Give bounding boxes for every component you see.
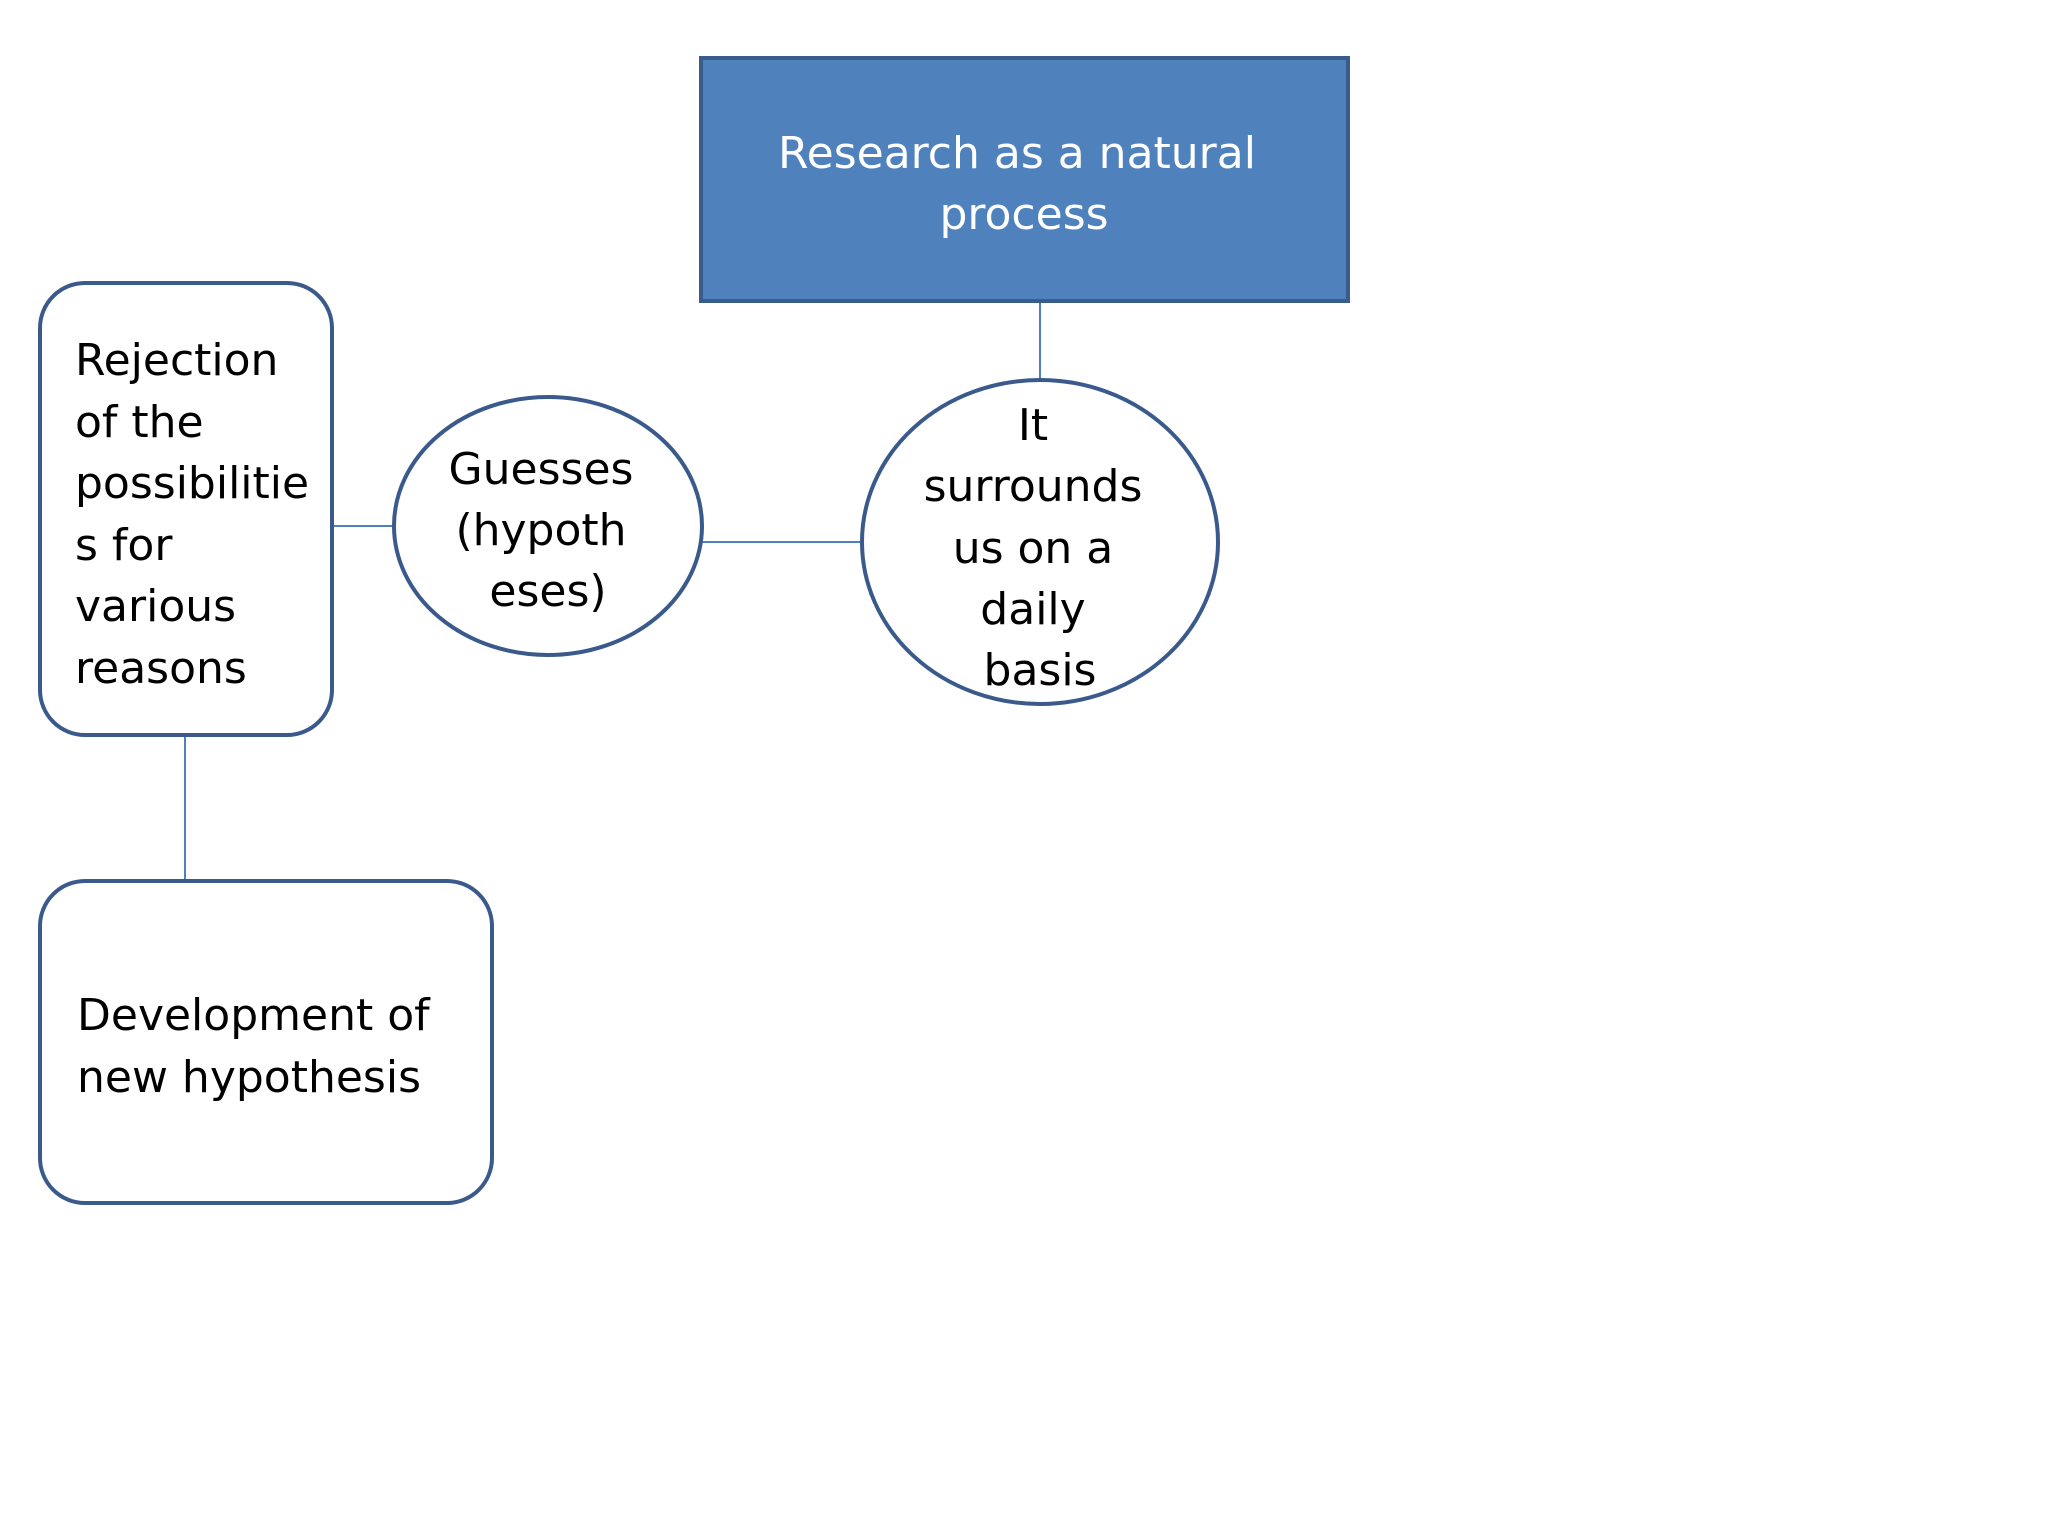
daily-label: It surrounds us on a daily basis (924, 400, 1157, 696)
title-line-1: Research as a natural (778, 128, 1256, 179)
node-development: Development of new hypothesis (38, 879, 494, 1205)
rejection-label: Rejection of the possibilitie s for vari… (75, 335, 323, 694)
development-line-1: Development of (77, 990, 431, 1041)
guesses-ellipse (392, 395, 704, 657)
title-line-2: process (939, 189, 1108, 240)
rejection-line-4: s for (75, 520, 173, 571)
rejection-line-6: reasons (75, 643, 247, 694)
guesses-line-3: eses) (489, 566, 606, 617)
node-rejection: Rejection of the possibilitie s for vari… (38, 281, 334, 737)
guesses-line-2: (hypoth (455, 505, 626, 556)
daily-line-2: surrounds (924, 461, 1143, 512)
title-box (699, 56, 1350, 303)
node-guesses: Guesses (hypoth eses) (392, 395, 704, 657)
node-title: Research as a natural process (699, 56, 1350, 303)
rejection-line-2: of the (75, 397, 204, 448)
rejection-line-5: various (75, 581, 236, 632)
rejection-line-3: possibilitie (75, 458, 309, 509)
connectors (184, 302, 1041, 880)
development-box (38, 879, 494, 1205)
daily-line-3: us on a (953, 523, 1114, 574)
daily-ellipse (860, 378, 1220, 706)
daily-line-1: It (1018, 400, 1048, 451)
development-line-2: new hypothesis (77, 1052, 421, 1103)
node-daily: It surrounds us on a daily basis (860, 378, 1220, 706)
daily-line-5: basis (984, 645, 1097, 696)
guesses-line-1: Guesses (449, 444, 634, 495)
daily-line-4: daily (980, 584, 1085, 635)
rejection-box (38, 281, 334, 737)
development-label: Development of new hypothesis (77, 990, 444, 1103)
guesses-label: Guesses (hypoth eses) (449, 444, 648, 617)
title-label: Research as a natural process (778, 128, 1270, 240)
rejection-line-1: Rejection (75, 335, 278, 386)
